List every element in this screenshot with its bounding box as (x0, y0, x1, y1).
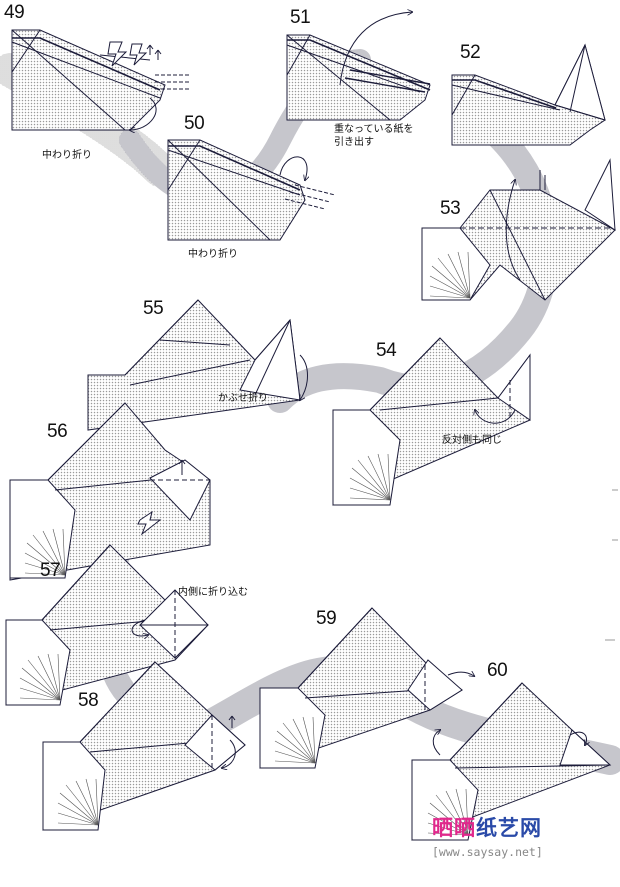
step-number-51: 51 (290, 7, 311, 28)
step-51-figure (286, 12, 431, 121)
note-inside-reverse-fold-50: 中わり折り (188, 249, 238, 260)
step-52-figure (451, 43, 606, 146)
edge-marks (605, 489, 618, 641)
step-number-60: 60 (487, 660, 508, 681)
note-same-on-other-side: 反対側も同じ (442, 435, 502, 446)
step-59-figure (259, 607, 474, 769)
note-fold-inside: 内側に折り込む (178, 587, 248, 598)
step-56-figure (9, 402, 211, 581)
step-58-figure (42, 661, 246, 831)
step-57-figure (5, 544, 209, 706)
note-pull-out-line1: 重なっている紙を (334, 124, 414, 135)
step-number-52: 52 (460, 42, 481, 63)
step-number-57: 57 (40, 560, 61, 581)
watermark-url: [www.saysay.net] (432, 845, 543, 859)
note-outside-reverse-fold: かぶせ折り (218, 393, 268, 404)
step-55-figure (87, 299, 308, 431)
step-number-56: 56 (47, 421, 68, 442)
watermark-site-name: 晒晒纸艺网 (432, 812, 542, 842)
step-number-58: 58 (78, 690, 99, 711)
step-number-59: 59 (316, 608, 337, 629)
step-number-54: 54 (376, 340, 397, 361)
step-49-figure (11, 29, 190, 130)
note-pull-out-line2: 引き出す (334, 137, 374, 148)
step-number-53: 53 (440, 198, 461, 219)
step-number-50: 50 (184, 113, 205, 134)
note-pull-out-paper: 重なっている紙を 引き出す (334, 123, 414, 149)
watermark-site-name-part1: 晒晒 (432, 816, 476, 840)
watermark-site-name-part2: 纸艺网 (476, 816, 542, 840)
step-number-49: 49 (4, 2, 25, 23)
step-53-figure (421, 158, 616, 301)
step-54-figure (332, 337, 531, 506)
step-60-figure (411, 682, 612, 841)
step-number-55: 55 (143, 298, 164, 319)
note-inside-reverse-fold-49: 中わり折り (42, 150, 92, 161)
step-50-figure (167, 139, 336, 241)
